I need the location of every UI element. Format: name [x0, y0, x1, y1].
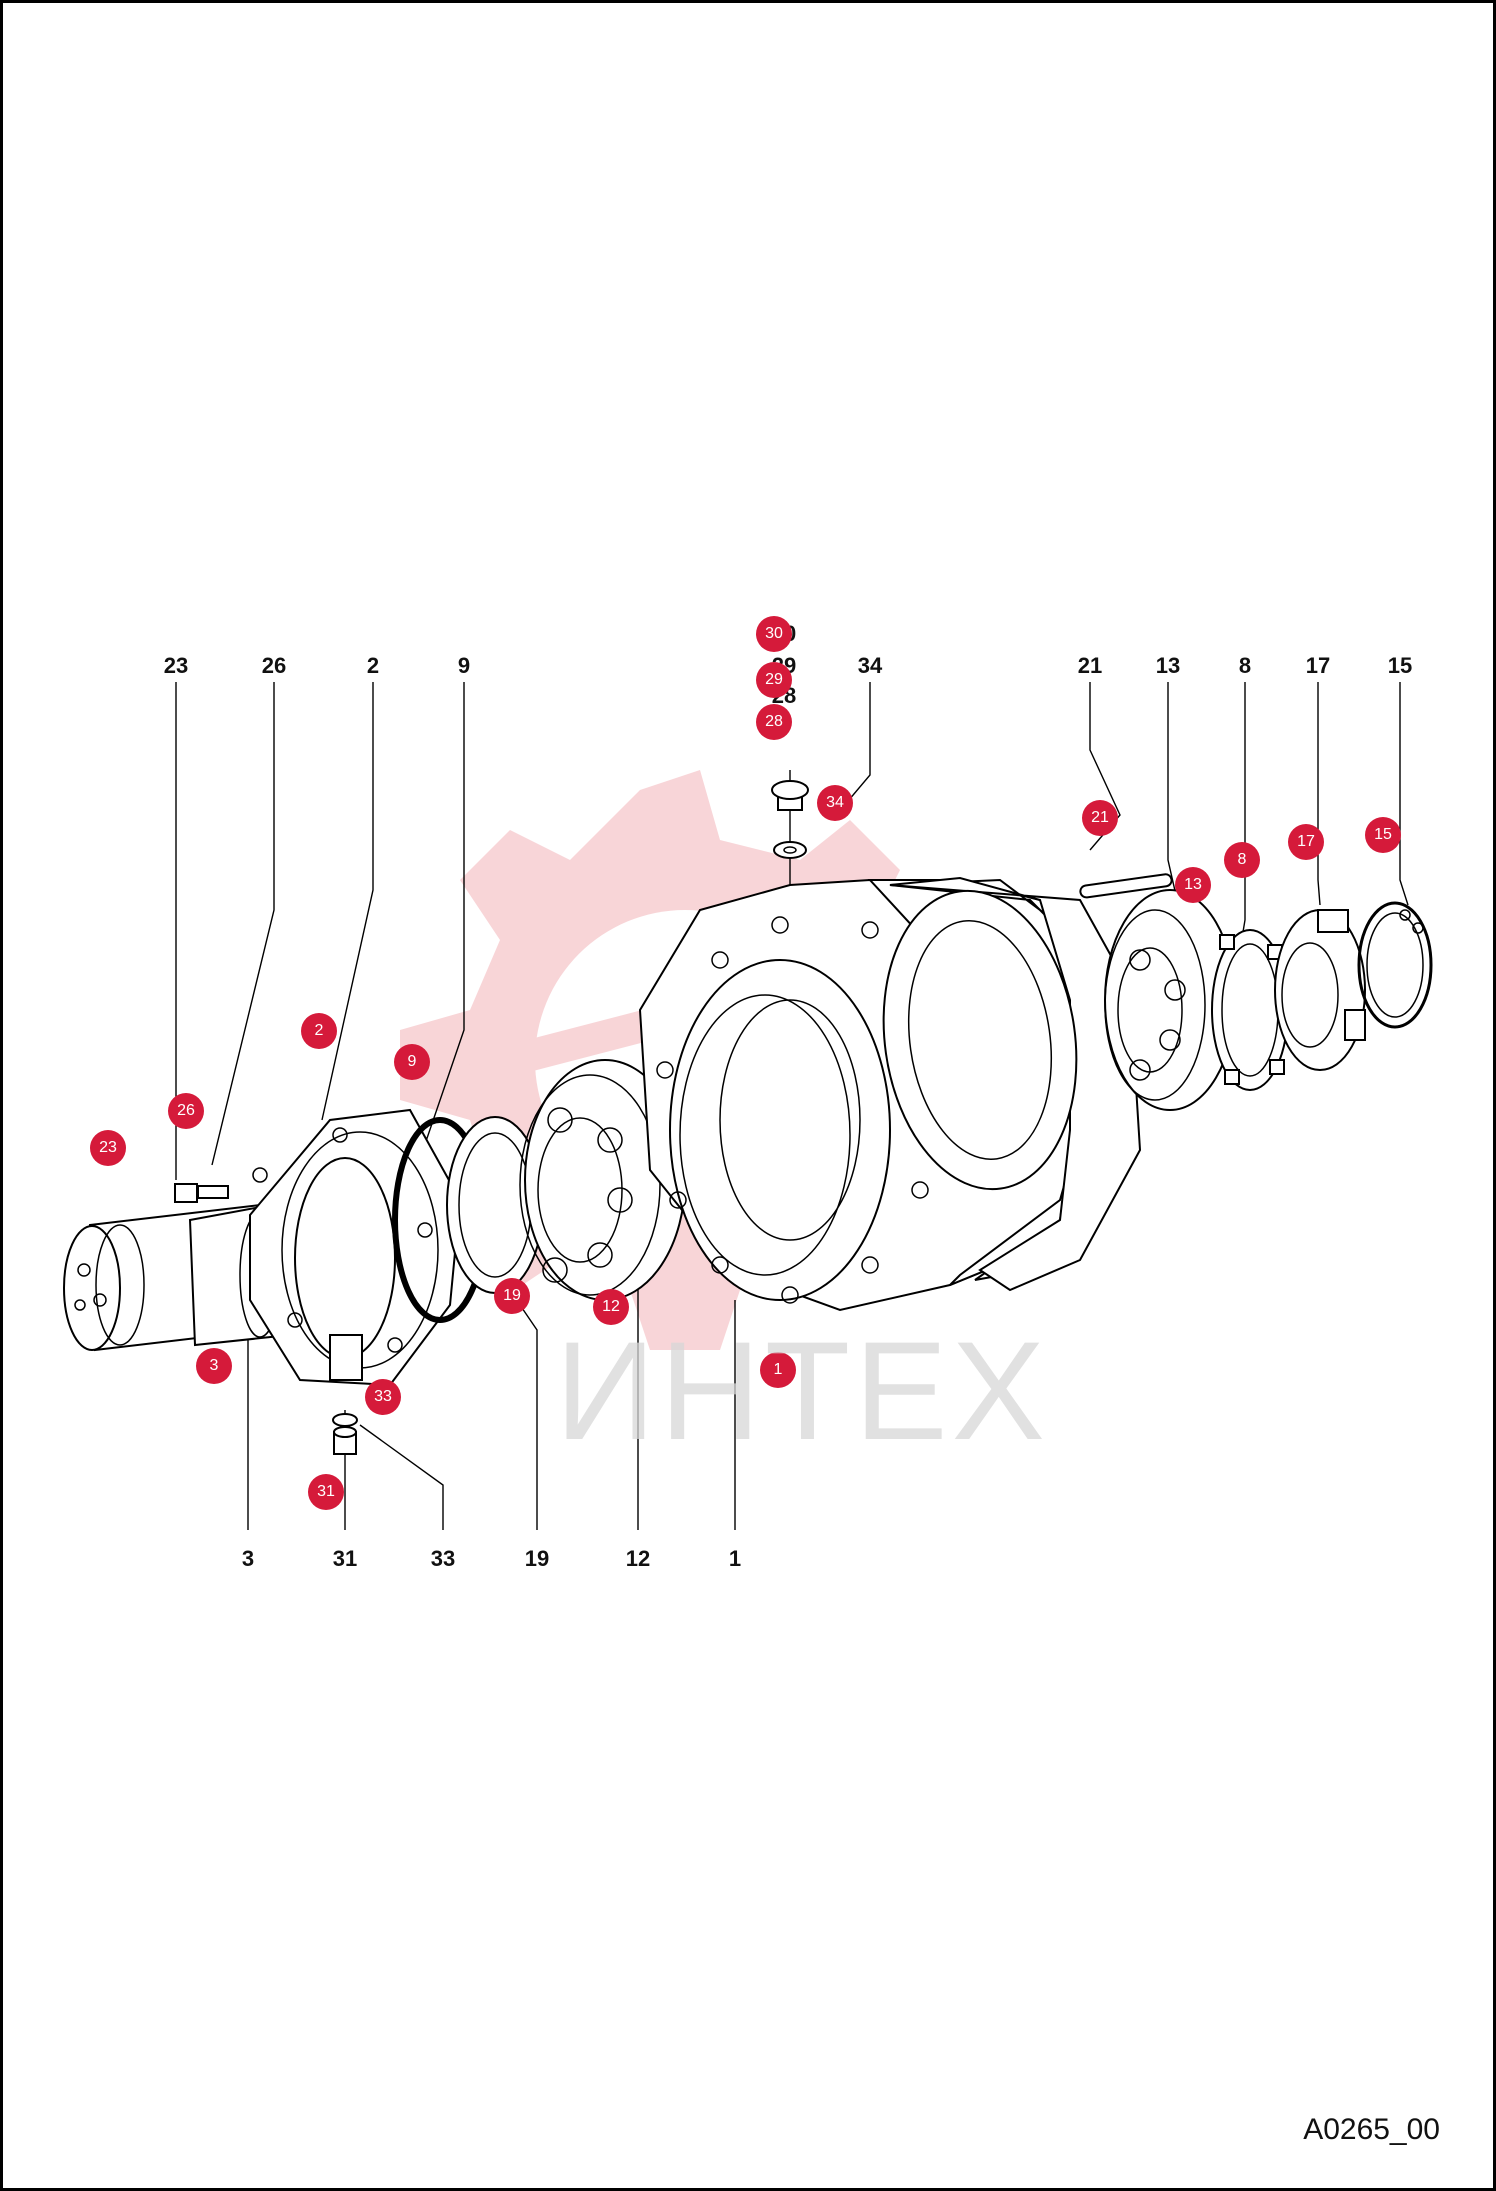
stud-and-washer-part — [332, 1413, 358, 1455]
part-label-8: 8 — [1238, 653, 1252, 678]
part-label-19: 19 — [524, 1546, 550, 1571]
snap-ring-part — [1357, 901, 1433, 1029]
callout-30[interactable]: 30 — [756, 616, 792, 652]
part-label-9: 9 — [457, 653, 471, 678]
drawing-code: A0265_00 — [1303, 2113, 1440, 2146]
flange-cover-part — [249, 1108, 462, 1387]
callout-34[interactable]: 34 — [817, 785, 853, 821]
callout-28[interactable]: 28 — [756, 704, 792, 740]
part-label-15: 15 — [1387, 653, 1413, 678]
callout-3[interactable]: 3 — [196, 1348, 232, 1384]
callout-8[interactable]: 8 — [1224, 842, 1260, 878]
callout-12[interactable]: 12 — [593, 1289, 629, 1325]
watermark-text: ИНТЕХ — [555, 1312, 1050, 1469]
part-label-26: 26 — [261, 653, 287, 678]
part-label-12: 12 — [625, 1546, 651, 1571]
pin-part — [1079, 873, 1173, 899]
callout-9[interactable]: 9 — [394, 1044, 430, 1080]
part-label-31: 31 — [332, 1546, 358, 1571]
callout-19[interactable]: 19 — [494, 1278, 530, 1314]
part-label-2: 2 — [366, 653, 380, 678]
bolt-part — [174, 1183, 229, 1203]
plug-and-washer-part — [771, 780, 809, 859]
callout-2[interactable]: 2 — [301, 1013, 337, 1049]
part-label-23: 23 — [163, 653, 189, 678]
ring-nut-part — [1274, 909, 1366, 1071]
part-label-33: 33 — [430, 1546, 456, 1571]
callout-13[interactable]: 13 — [1175, 867, 1211, 903]
callout-31[interactable]: 31 — [308, 1474, 344, 1510]
callout-15[interactable]: 15 — [1365, 817, 1401, 853]
part-label-17: 17 — [1305, 653, 1331, 678]
callout-26[interactable]: 26 — [168, 1093, 204, 1129]
part-label-3: 3 — [241, 1546, 255, 1571]
taper-bearing-part — [1104, 889, 1236, 1111]
callout-29[interactable]: 29 — [756, 662, 792, 698]
callout-1[interactable]: 1 — [760, 1352, 796, 1388]
callout-33[interactable]: 33 — [365, 1379, 401, 1415]
callout-17[interactable]: 17 — [1288, 824, 1324, 860]
part-label-34: 34 — [857, 653, 883, 678]
part-label-21: 21 — [1077, 653, 1103, 678]
callout-21[interactable]: 21 — [1082, 800, 1118, 836]
part-label-1: 1 — [728, 1546, 742, 1571]
callout-23[interactable]: 23 — [90, 1130, 126, 1166]
part-label-13: 13 — [1155, 653, 1181, 678]
